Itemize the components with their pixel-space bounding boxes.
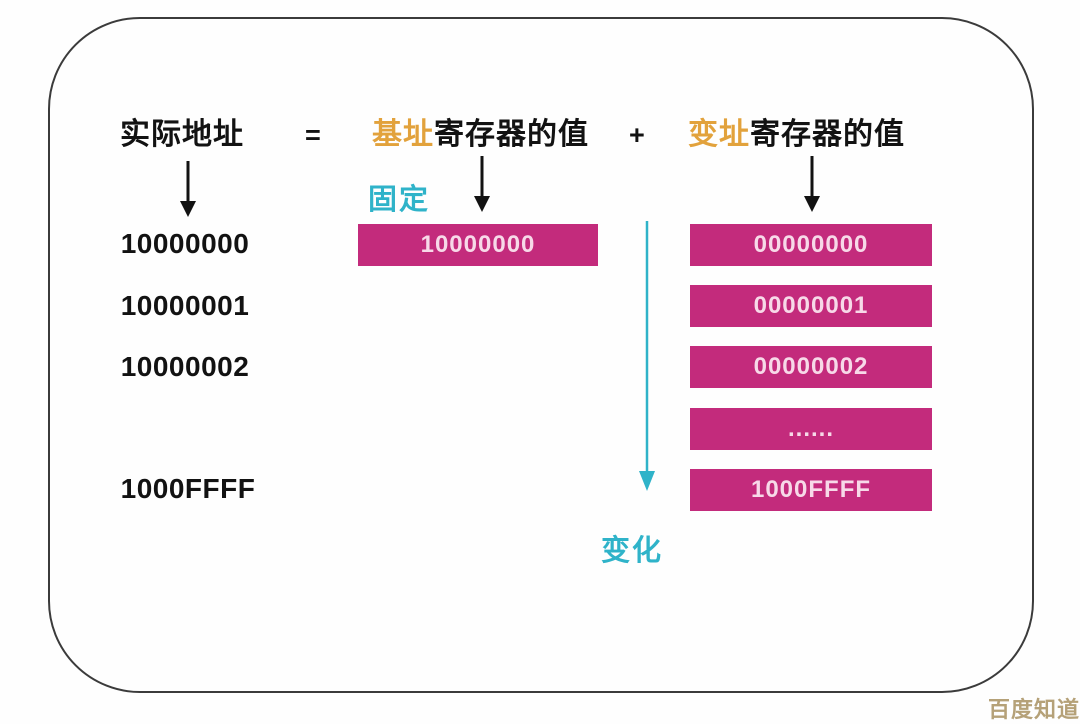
actual-address-value: 10000001 bbox=[120, 290, 250, 321]
index-register-value: 00000000 bbox=[753, 231, 869, 258]
base-register-value: 10000000 bbox=[420, 231, 536, 258]
index-register-term: 变址寄存器的值 bbox=[688, 118, 905, 152]
index-register-value: 00000001 bbox=[753, 292, 869, 319]
base-register-box: 10000000 bbox=[358, 224, 598, 266]
index-highlight: 变址 bbox=[688, 118, 750, 151]
index-register-box: 00000001 bbox=[690, 285, 932, 327]
change-label: 变化 bbox=[601, 535, 664, 567]
index-register-value: 00000002 bbox=[753, 353, 869, 380]
actual-address-value: 1000FFFF bbox=[120, 473, 256, 504]
index-register-down-arrow-icon bbox=[804, 156, 820, 212]
index-change-arrow-icon bbox=[639, 221, 655, 491]
index-register-box: ...... bbox=[690, 408, 932, 450]
index-register-value: 1000FFFF bbox=[750, 476, 872, 503]
actual-address-label: 实际地址 bbox=[120, 118, 244, 151]
equals-sign: = bbox=[305, 120, 321, 150]
index-register-box: 00000002 bbox=[690, 346, 932, 388]
watermark: 百度知道 bbox=[988, 697, 1080, 722]
base-register-down-arrow-icon bbox=[474, 156, 490, 212]
rounded-frame bbox=[48, 17, 1034, 693]
index-register-box: 00000000 bbox=[690, 224, 932, 266]
base-suffix: 寄存器的值 bbox=[434, 118, 589, 151]
actual-address-down-arrow-icon bbox=[180, 161, 196, 217]
fixed-label: 固定 bbox=[368, 184, 431, 216]
index-register-value: ...... bbox=[787, 415, 834, 442]
base-highlight: 基址 bbox=[372, 118, 434, 151]
index-register-box: 1000FFFF bbox=[690, 469, 932, 511]
base-register-term: 基址寄存器的值 bbox=[372, 118, 589, 152]
actual-address-value: 10000002 bbox=[120, 351, 250, 382]
actual-address-value: 10000000 bbox=[120, 228, 250, 259]
index-suffix: 寄存器的值 bbox=[750, 118, 905, 151]
plus-sign: + bbox=[629, 120, 645, 150]
